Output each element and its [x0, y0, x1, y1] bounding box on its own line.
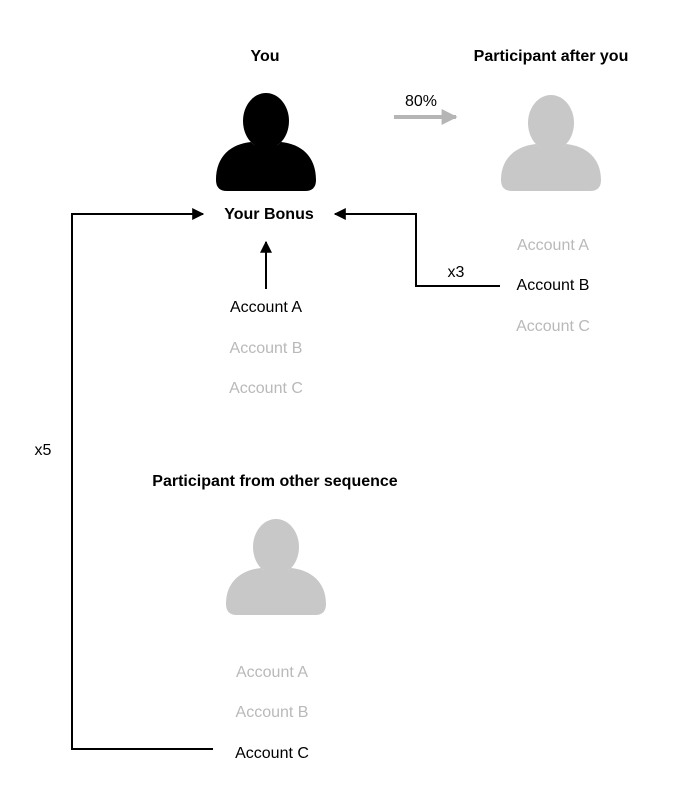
you-account-a: Account A	[229, 299, 303, 316]
multiplier-x3-label: x3	[447, 264, 465, 281]
participant-after-person-icon	[501, 95, 601, 191]
you-account-c: Account C	[229, 380, 303, 397]
you-account-b: Account B	[229, 340, 303, 357]
participant-other-person-icon	[226, 519, 326, 615]
account-c-to-bonus-arrow	[71, 208, 213, 750]
your-bonus-label: Your Bonus	[224, 206, 314, 223]
multiplier-x5-label: x5	[34, 442, 52, 459]
you-person-icon	[216, 93, 316, 191]
other-account-b: Account B	[235, 704, 309, 721]
after-account-a: Account A	[516, 237, 590, 254]
participant-after-title: Participant after you	[473, 48, 629, 65]
other-account-c: Account C	[235, 745, 309, 762]
transfer-percent-label: 80%	[404, 93, 438, 110]
other-account-a: Account A	[235, 664, 309, 681]
participant-other-title: Participant from other sequence	[152, 473, 398, 490]
you-title: You	[250, 48, 280, 65]
account-b-to-bonus-arrow	[333, 208, 500, 287]
after-account-c: Account C	[516, 318, 590, 335]
after-account-b: Account B	[516, 277, 590, 294]
